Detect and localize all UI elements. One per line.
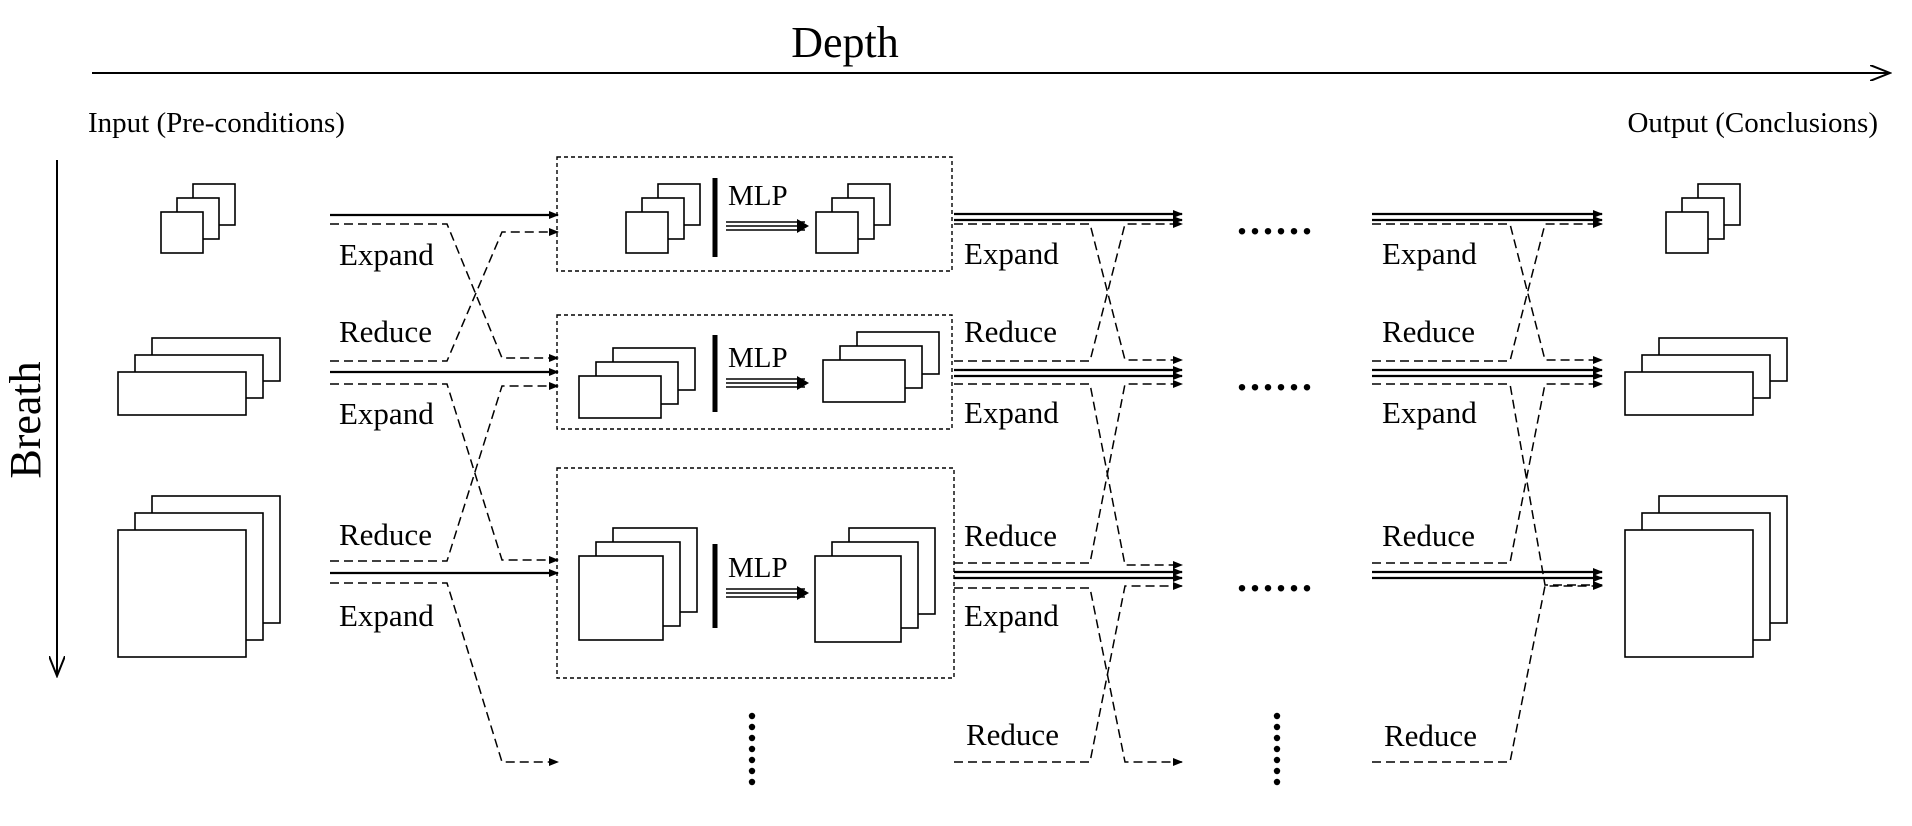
reduce-label: Reduce	[964, 518, 1057, 553]
feature-map	[160, 211, 204, 254]
depth-ellipsis: ......	[1237, 555, 1315, 600]
reduce-connection	[1372, 582, 1603, 763]
stacks	[117, 183, 1788, 658]
expand-label: Expand	[339, 396, 434, 431]
reduce-connection	[1372, 380, 1603, 564]
breath-ellipsis	[1273, 712, 1281, 786]
module-frames: MLP MLP MLP	[556, 156, 955, 679]
reduce-connection	[330, 228, 559, 362]
reduce-label: Reduce	[339, 517, 432, 552]
input-stack-medium	[117, 337, 281, 416]
module3-input-stack	[578, 527, 698, 641]
module3-output-stack	[814, 527, 936, 643]
output-label: Output (Conclusions)	[1627, 107, 1878, 139]
reduce-label: Reduce	[1384, 718, 1477, 753]
expand-label: Expand	[339, 598, 434, 633]
feature-map	[117, 529, 247, 658]
mlp-label-3: MLP	[728, 552, 788, 584]
feature-map	[1665, 211, 1709, 254]
feature-map	[625, 211, 669, 254]
expand-connection	[330, 383, 559, 564]
expand-label: Expand	[1382, 236, 1477, 271]
feature-map	[578, 375, 662, 419]
reduce-connection	[954, 380, 1183, 564]
expand-connection	[330, 582, 559, 766]
feature-map	[117, 371, 247, 416]
feature-map	[1624, 529, 1754, 658]
expand-connection	[1372, 383, 1603, 589]
flow-labels: ExpandReduceExpandReduceExpandExpandRedu…	[339, 198, 1477, 786]
module-frame-1	[556, 156, 953, 272]
module2-output-stack	[822, 331, 940, 403]
breath-axis-label: Breath	[1, 361, 50, 478]
reduce-label: Reduce	[1382, 518, 1475, 553]
mlp-arrow-1	[726, 219, 809, 233]
reduce-connection	[954, 582, 1183, 763]
expand-label: Expand	[1382, 395, 1477, 430]
module1-input-stack	[625, 183, 701, 254]
depth-ellipsis: ......	[1237, 354, 1315, 399]
input-label: Input (Pre-conditions)	[88, 107, 345, 139]
module2-input-stack	[578, 347, 696, 419]
input-stack-small	[160, 183, 236, 254]
expand-connection	[330, 223, 559, 362]
breath-ellipsis	[748, 712, 756, 786]
mlp-arrow-3	[726, 586, 809, 600]
flow-connections	[330, 210, 1603, 766]
output-stack-large	[1624, 495, 1788, 658]
expand-label: Expand	[964, 598, 1059, 633]
reduce-label: Reduce	[964, 314, 1057, 349]
feature-map	[814, 555, 902, 643]
output-stack-small	[1665, 183, 1741, 254]
reduce-connection	[330, 382, 559, 562]
mlp-label-1: MLP	[728, 180, 788, 212]
feature-map	[822, 359, 906, 403]
input-stack-large	[117, 495, 281, 658]
depth-ellipsis: ......	[1237, 198, 1315, 243]
feature-map	[578, 555, 664, 641]
output-stack-medium	[1624, 337, 1788, 416]
feature-map	[1624, 371, 1754, 416]
depth-axis-label: Depth	[791, 18, 899, 67]
mlp-label-2: MLP	[728, 342, 788, 374]
module1-output-stack	[815, 183, 891, 254]
reduce-label: Reduce	[966, 717, 1059, 752]
feature-map	[815, 211, 859, 254]
reduce-label: Reduce	[339, 314, 432, 349]
mlp-arrow-2	[726, 376, 809, 390]
expand-label: Expand	[964, 395, 1059, 430]
expand-label: Expand	[964, 236, 1059, 271]
reduce-label: Reduce	[1382, 314, 1475, 349]
expand-label: Expand	[339, 237, 434, 272]
